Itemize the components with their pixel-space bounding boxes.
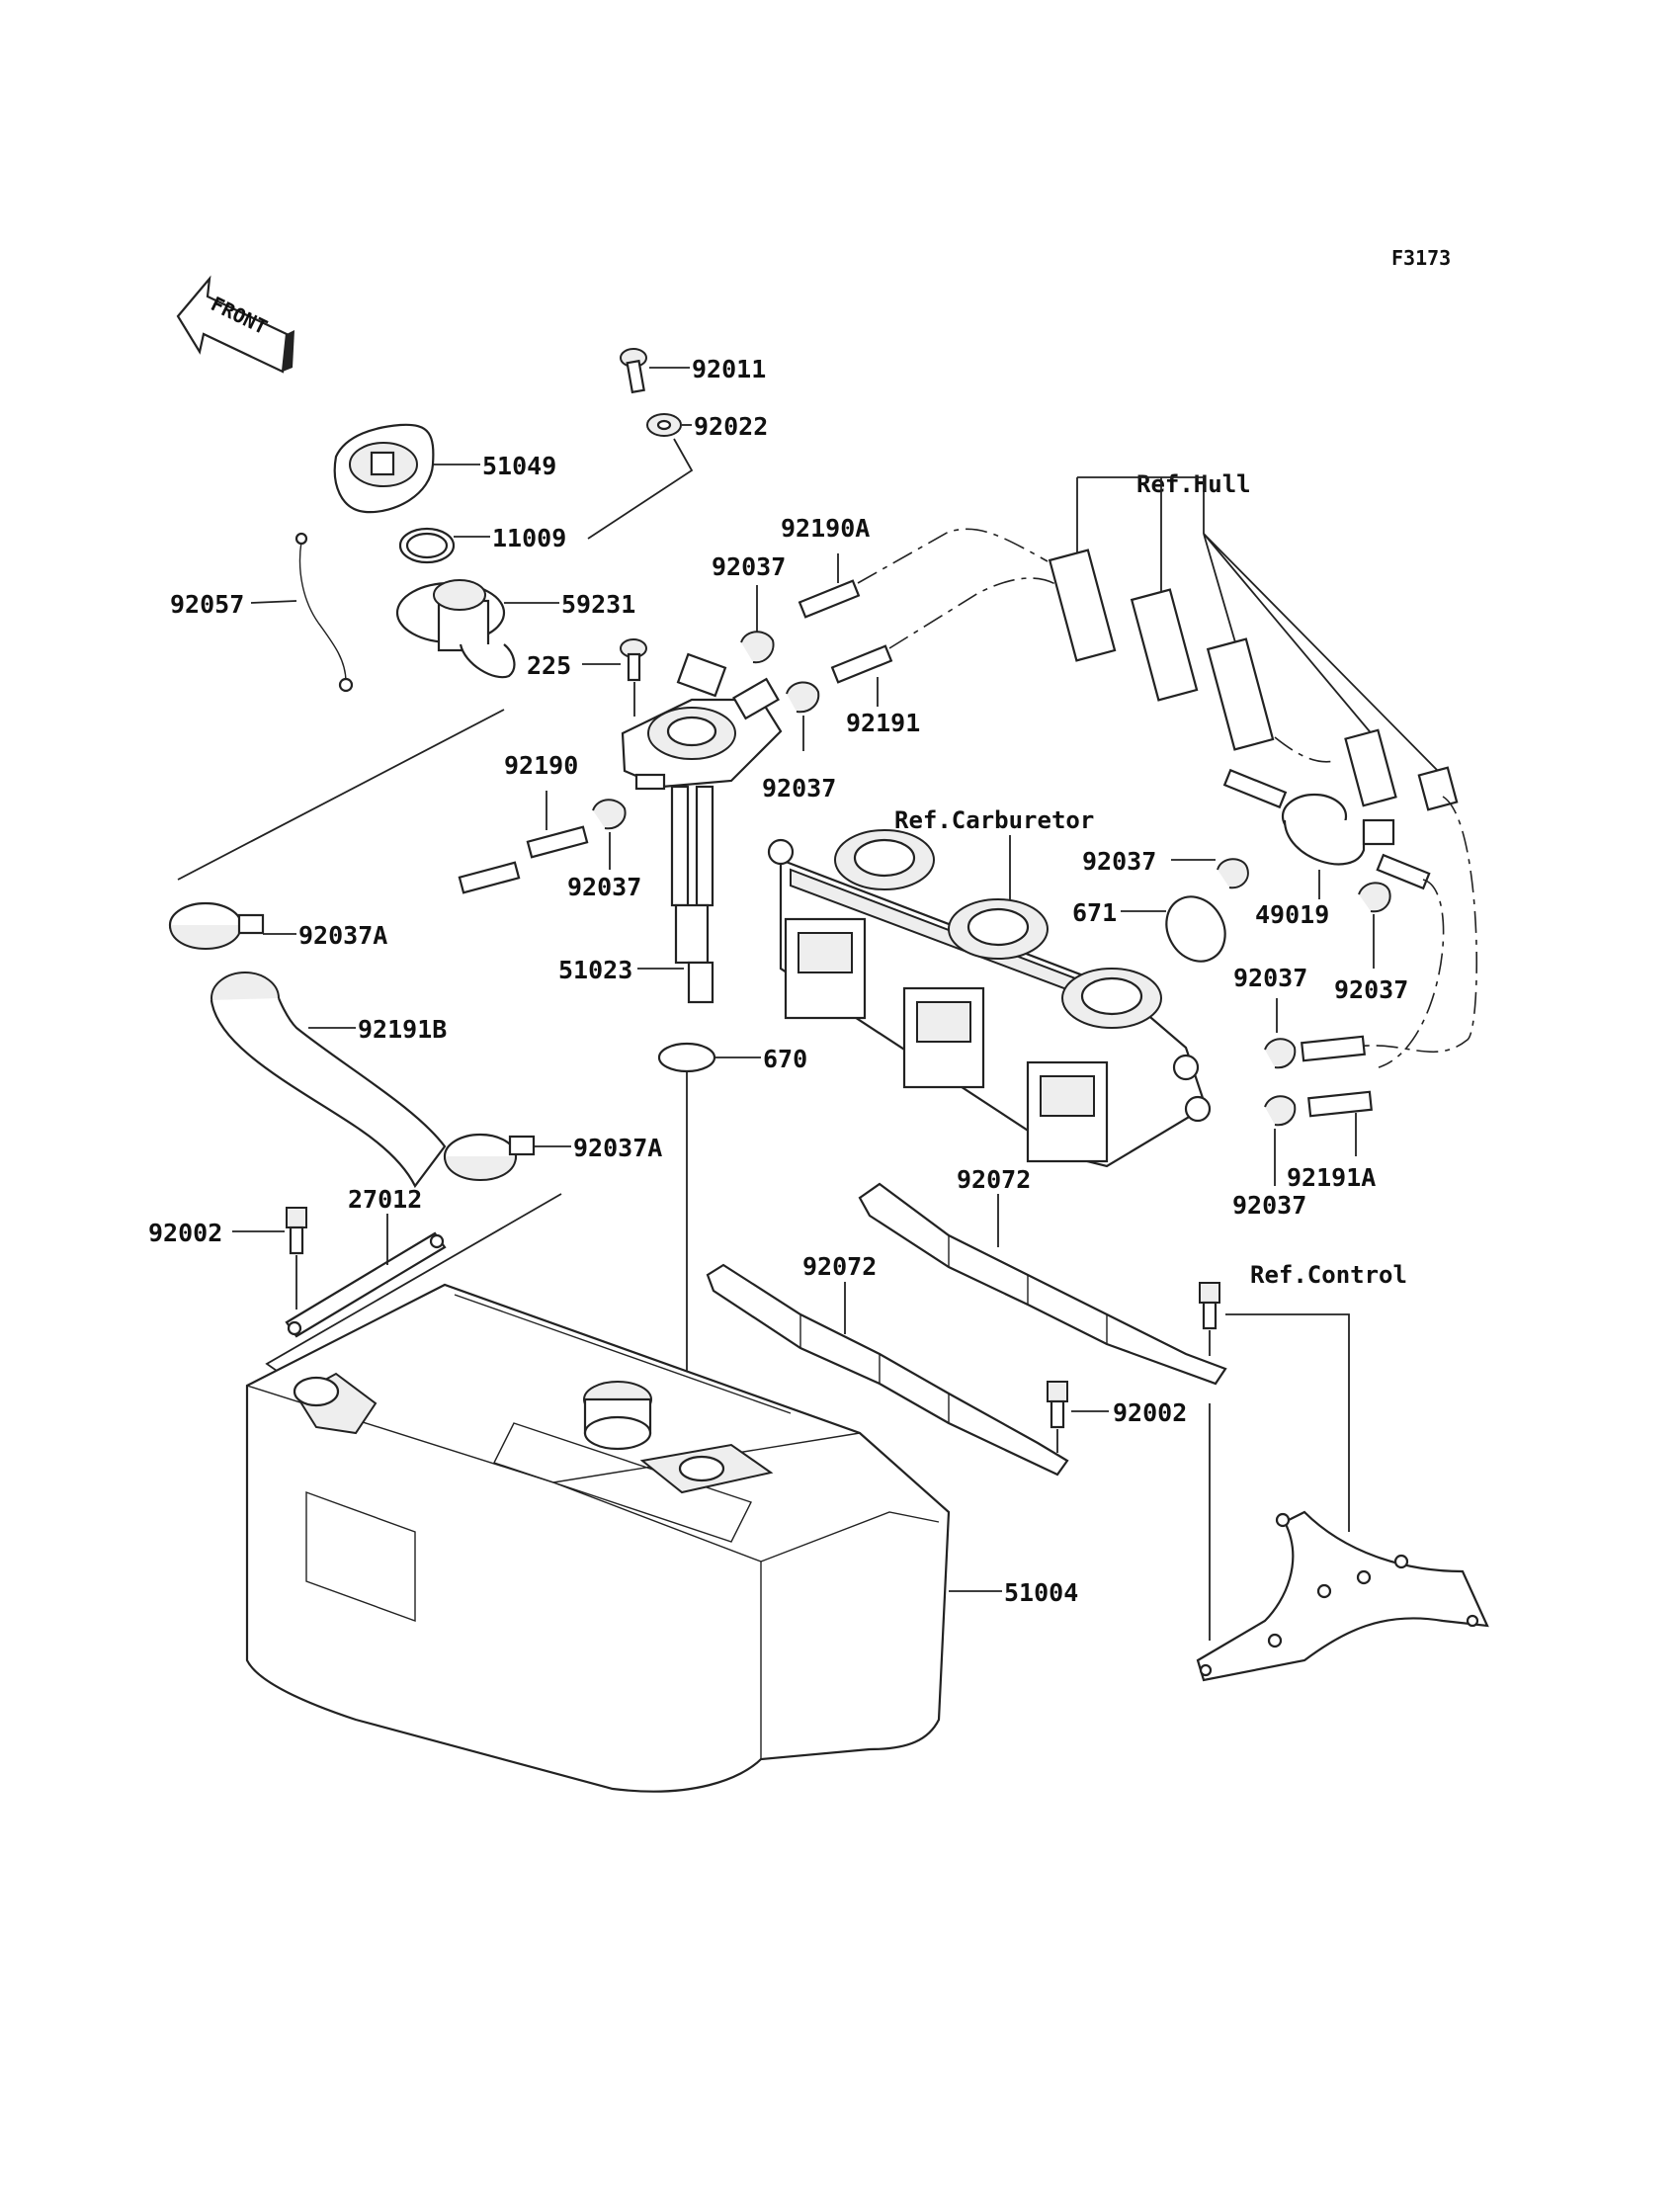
- label-92037a-top: 92037A: [298, 921, 387, 950]
- label-92011: 92011: [692, 355, 766, 383]
- ref-carburetor: Ref.Carburetor: [894, 806, 1094, 834]
- label-92002-right: 92002: [1113, 1398, 1187, 1427]
- label-92072-bottom: 92072: [802, 1252, 877, 1281]
- ref-hull: Ref.Hull: [1136, 470, 1251, 498]
- clamp-92037-a-part: [740, 631, 775, 664]
- label-27012: 27012: [348, 1185, 422, 1214]
- hose-clip-hull-3: [1206, 637, 1275, 751]
- label-59231: 59231: [561, 590, 635, 619]
- hose-clip-hull-4: [1344, 728, 1397, 807]
- fuel-tank-51004-part: [245, 1283, 951, 1793]
- pad-92072-top-part: [858, 1182, 1227, 1386]
- label-92057: 92057: [170, 590, 244, 619]
- label-51023: 51023: [558, 956, 632, 984]
- label-92037-g: 92037: [1232, 1191, 1306, 1220]
- clamp-92037-f-part: [1264, 1038, 1297, 1069]
- control-bracket-part: [1196, 1510, 1489, 1682]
- bolt-control-part: [1199, 1282, 1220, 1330]
- clamp-92037a-bottom-part: [443, 1133, 536, 1181]
- screw-92011-part: [620, 348, 647, 394]
- tether-92057-part: [294, 532, 354, 693]
- figure-id: F3173: [1391, 246, 1451, 270]
- front-arrow: FRONT: [176, 275, 294, 374]
- label-92191a: 92191A: [1287, 1163, 1376, 1192]
- label-92190: 92190: [504, 751, 578, 780]
- label-11009: 11009: [492, 524, 566, 552]
- label-92037-c: 92037: [567, 873, 641, 901]
- label-225: 225: [527, 651, 571, 680]
- fuel-filter-49019-part: [1281, 793, 1395, 866]
- hose-clip-hull-1: [1048, 549, 1117, 662]
- gasket-11009-part: [398, 527, 456, 564]
- label-92190a: 92190A: [781, 514, 870, 543]
- label-92191b: 92191B: [358, 1015, 447, 1044]
- clamp-92037-d-part: [1217, 858, 1249, 889]
- washer-92022-part: [646, 413, 682, 437]
- label-92072-top: 92072: [957, 1165, 1031, 1194]
- clamp-92037a-top-part: [168, 901, 265, 950]
- label-51004: 51004: [1004, 1578, 1078, 1607]
- clamp-92037-e-part: [1358, 882, 1391, 913]
- hose-clip-hull-2: [1130, 588, 1199, 702]
- label-92037-e: 92037: [1334, 975, 1408, 1004]
- ref-control: Ref.Control: [1250, 1261, 1407, 1289]
- label-92002-left: 92002: [148, 1219, 222, 1247]
- clamp-92037-c-part: [592, 799, 627, 830]
- fuel-cap-51049-part: [333, 423, 435, 514]
- strap-27012-part: [285, 1231, 447, 1338]
- pad-92072-bottom-part: [706, 1263, 1069, 1477]
- hose-92190-part: [458, 825, 589, 894]
- label-671: 671: [1072, 898, 1117, 927]
- bolt-92002-right-part: [1047, 1381, 1068, 1429]
- label-92037-a: 92037: [712, 552, 786, 581]
- o-ring-670-part: [657, 1042, 716, 1073]
- hose-clip-hull-5: [1417, 766, 1459, 811]
- hose-filter-inlet-part: [1222, 768, 1288, 809]
- label-92037a-bottom: 92037A: [573, 1134, 662, 1162]
- hose-92190a-part: [798, 579, 861, 619]
- label-92037-b: 92037: [762, 774, 836, 803]
- clamp-92037-b-part: [786, 681, 820, 714]
- screw-225-part: [620, 638, 647, 682]
- hose-92191a-part: [1301, 1035, 1373, 1118]
- fuel-valve-51023-part: [621, 652, 783, 1004]
- filler-neck-59231-part: [395, 579, 516, 679]
- o-ring-671-part: [1165, 895, 1226, 963]
- label-92191: 92191: [846, 709, 920, 737]
- clamp-92037-g-part: [1264, 1095, 1297, 1127]
- label-92037-d: 92037: [1082, 847, 1156, 876]
- label-92037-f: 92037: [1233, 964, 1307, 992]
- label-670: 670: [763, 1045, 807, 1073]
- carburetor-assembly: [767, 829, 1212, 1168]
- hose-filter-outlet-part: [1376, 853, 1431, 890]
- bolt-92002-left-part: [286, 1207, 307, 1255]
- hose-92191b-part: [210, 972, 447, 1189]
- hose-92191-part: [830, 644, 893, 684]
- label-49019: 49019: [1255, 900, 1329, 929]
- label-92022: 92022: [694, 412, 768, 441]
- label-51049: 51049: [482, 452, 556, 480]
